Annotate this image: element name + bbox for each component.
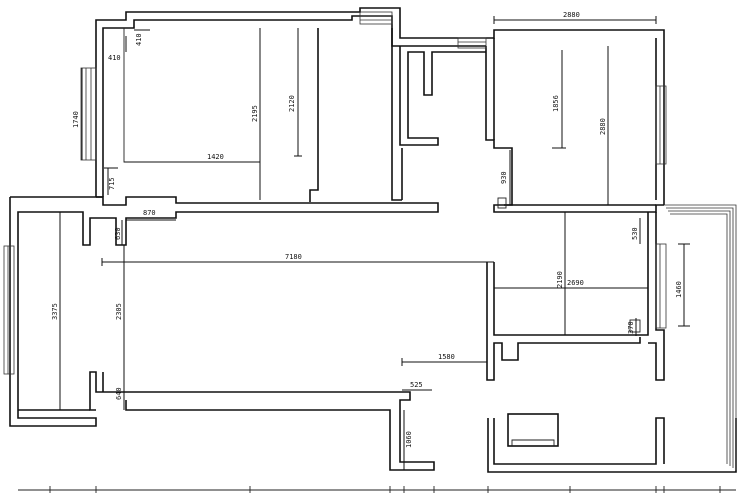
dim-label-1060: 1060 — [405, 431, 413, 448]
dim-label-2305: 2305 — [115, 303, 123, 320]
dim-label-2880-top: 2880 — [563, 11, 580, 19]
dim-label-370: 370 — [627, 321, 635, 334]
dim-label-1856: 1856 — [552, 95, 560, 112]
dim-label-2190: 2190 — [556, 271, 564, 288]
dim-label-2120: 2120 — [288, 95, 296, 112]
dim-label-2690: 2690 — [567, 279, 584, 287]
dim-label-2195: 2195 — [251, 105, 259, 122]
dim-label-7180: 7180 — [285, 253, 302, 261]
dim-label-530: 530 — [631, 227, 639, 240]
dim-label-1740: 1740 — [72, 111, 80, 128]
dim-label-410-b: 410 — [135, 33, 143, 46]
dimension-lines — [59, 16, 690, 471]
dim-label-1420: 1420 — [207, 153, 224, 161]
dim-label-2880-right: 2880 — [599, 118, 607, 135]
dim-label-640: 640 — [115, 387, 123, 400]
dim-label-1460: 1460 — [675, 281, 683, 298]
watermark — [146, 83, 175, 123]
dim-label-1580: 1580 — [438, 353, 455, 361]
dim-label-630: 630 — [114, 227, 122, 240]
bottom-ticks — [18, 486, 736, 493]
dim-label-410-a: 410 — [108, 54, 121, 62]
dim-label-930: 930 — [500, 171, 508, 184]
dim-label-3375: 3375 — [51, 303, 59, 320]
dim-label-715: 715 — [108, 177, 116, 190]
table-icon — [507, 413, 559, 447]
dim-label-870: 870 — [143, 209, 156, 217]
windows — [3, 11, 667, 375]
dim-label-525: 525 — [410, 381, 423, 389]
dimension-labels: 2880 410 410 1740 2120 2195 1420 715 870… — [51, 11, 683, 448]
